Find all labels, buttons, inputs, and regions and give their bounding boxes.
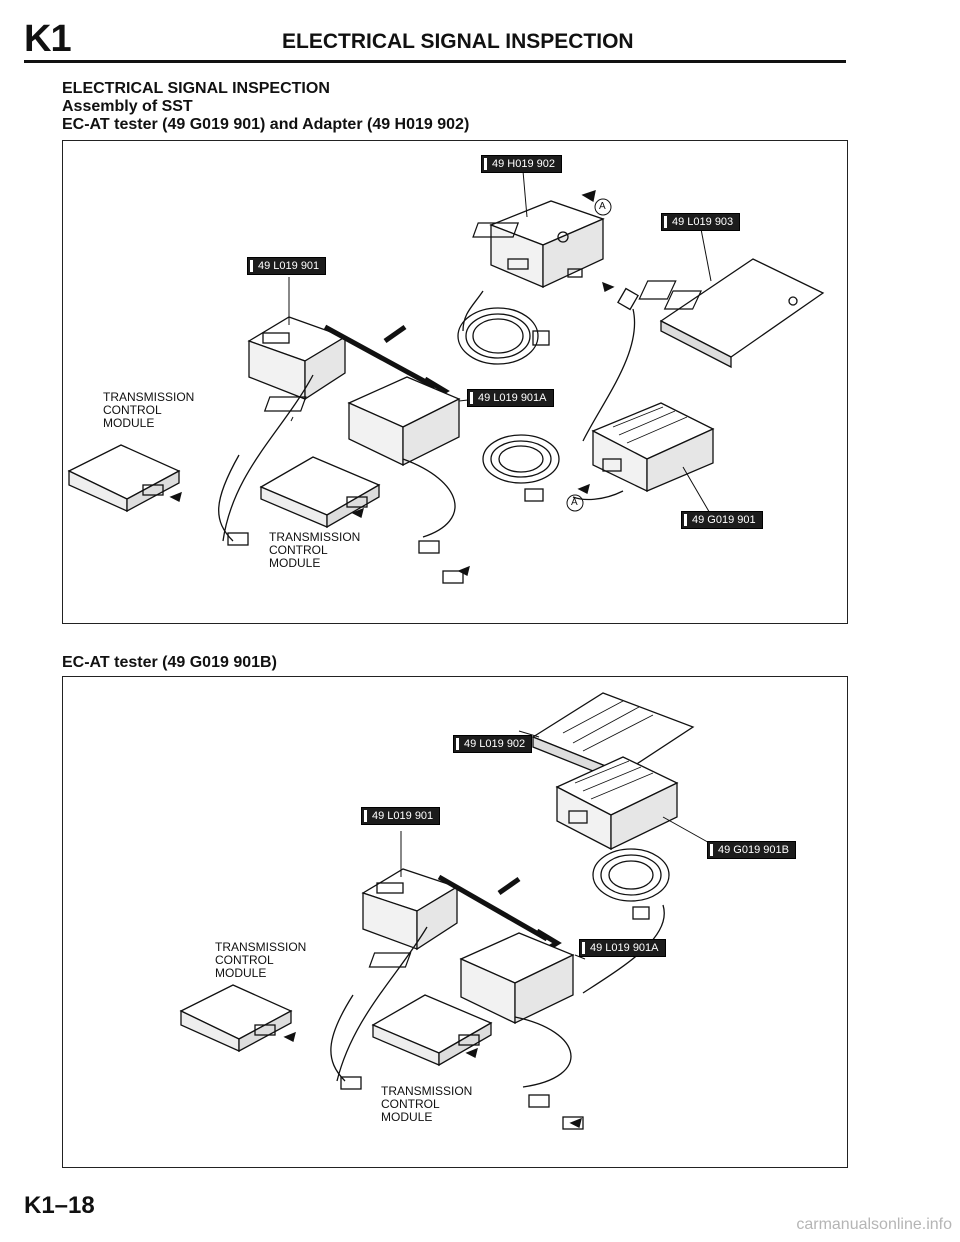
tcm-label-line: CONTROL	[103, 403, 162, 417]
connect-arrows	[283, 1031, 582, 1128]
tcm-label-line: MODULE	[215, 966, 267, 980]
part-tag: 49 H019 902	[481, 155, 562, 173]
part-tag: 49 G019 901	[681, 511, 763, 529]
wire-harness	[330, 904, 665, 1130]
coiled-cable-3	[592, 848, 670, 920]
part-tag-text: 49 L019 901	[258, 260, 320, 272]
tcm-module-1	[179, 984, 293, 1053]
tcm-module-1	[67, 444, 181, 513]
part-tag: 49 L019 901A	[579, 939, 666, 957]
tcm-label: TRANSMISSION CONTROL MODULE	[103, 391, 194, 430]
tcm-label-line: TRANSMISSION	[103, 390, 195, 404]
tcm-label: TRANSMISSION CONTROL MODULE	[269, 531, 360, 570]
part-tag-text: 49 L019 903	[672, 216, 734, 228]
part-tag: 49 L019 902	[453, 735, 533, 753]
part-tag: 49 L019 901	[361, 807, 441, 825]
page-number: K1–18	[24, 1192, 95, 1219]
part-tag-text: 49 G019 901B	[718, 844, 789, 856]
part-tag: 49 L019 903	[661, 213, 741, 231]
part-tag: 49 L019 901A	[467, 389, 554, 407]
tester-panel-903	[638, 258, 825, 369]
figure-1-caption: EC-AT tester (49 G019 901) and Adapter (…	[62, 116, 470, 133]
part-tag-text: 49 H019 902	[492, 158, 555, 170]
coiled-cable-2	[482, 434, 560, 502]
tcm-label-line: TRANSMISSION	[269, 530, 361, 544]
figure-2-caption: EC-AT tester (49 G019 901B)	[62, 654, 277, 671]
coiled-cable-1	[457, 290, 550, 365]
tcm-label-line: TRANSMISSION	[215, 940, 307, 954]
tcm-module-2	[371, 994, 493, 1067]
part-tag-text: 49 L019 901A	[590, 942, 659, 954]
tcm-label-line: CONTROL	[381, 1097, 440, 1111]
section-heading: ELECTRICAL SIGNAL INSPECTION	[62, 80, 330, 97]
wire-harness	[218, 374, 624, 584]
interface-box-901	[361, 868, 459, 951]
connect-arrows	[169, 190, 615, 576]
ec-at-tester-901	[591, 402, 715, 493]
part-tag-text: 49 L019 902	[464, 738, 526, 750]
part-tag-text: 49 L019 901A	[478, 392, 547, 404]
figure-2-panel: 49 L019 902 49 L019 901 49 G019 901B 49 …	[62, 676, 848, 1168]
figure-1-drawing	[67, 170, 825, 584]
marker-a-label: A	[599, 201, 606, 212]
tcm-label-line: MODULE	[103, 416, 155, 430]
marker-a-top	[594, 198, 612, 216]
subsection-heading: Assembly of SST	[62, 98, 193, 115]
part-tag: 49 G019 901B	[707, 841, 796, 859]
interface-box-901	[247, 316, 347, 401]
tcm-label-line: CONTROL	[215, 953, 274, 967]
tcm-label: TRANSMISSION CONTROL MODULE	[381, 1085, 472, 1124]
marker-a-label: A	[571, 497, 578, 508]
ec-at-tester-901b	[555, 756, 679, 851]
interface-box-901a	[368, 932, 575, 1025]
tcm-label-line: MODULE	[269, 556, 321, 570]
watermark: carmanualsonline.info	[796, 1216, 952, 1233]
tcm-label-line: CONTROL	[269, 543, 328, 557]
part-tag-text: 49 L019 901	[372, 810, 434, 822]
part-tag-text: 49 G019 901	[692, 514, 756, 526]
figure-1-panel: 49 H019 902 49 L019 903 49 L019 901 49 L…	[62, 140, 848, 624]
figure-2-drawing	[179, 692, 714, 1130]
leader-lines	[400, 730, 714, 960]
adapter-box	[472, 200, 605, 289]
connector-1	[582, 287, 639, 442]
tcm-module-2	[259, 456, 381, 529]
interface-box-901a	[263, 376, 461, 467]
page-title: ELECTRICAL SIGNAL INSPECTION	[282, 30, 634, 53]
leader-lines	[288, 170, 712, 516]
header-divider	[24, 60, 846, 63]
part-tag: 49 L019 901	[247, 257, 327, 275]
tcm-label-line: TRANSMISSION	[381, 1084, 473, 1098]
marker-a-bottom	[566, 494, 584, 512]
tcm-label: TRANSMISSION CONTROL MODULE	[215, 941, 306, 980]
section-code: K1	[24, 18, 72, 60]
tcm-label-line: MODULE	[381, 1110, 433, 1124]
